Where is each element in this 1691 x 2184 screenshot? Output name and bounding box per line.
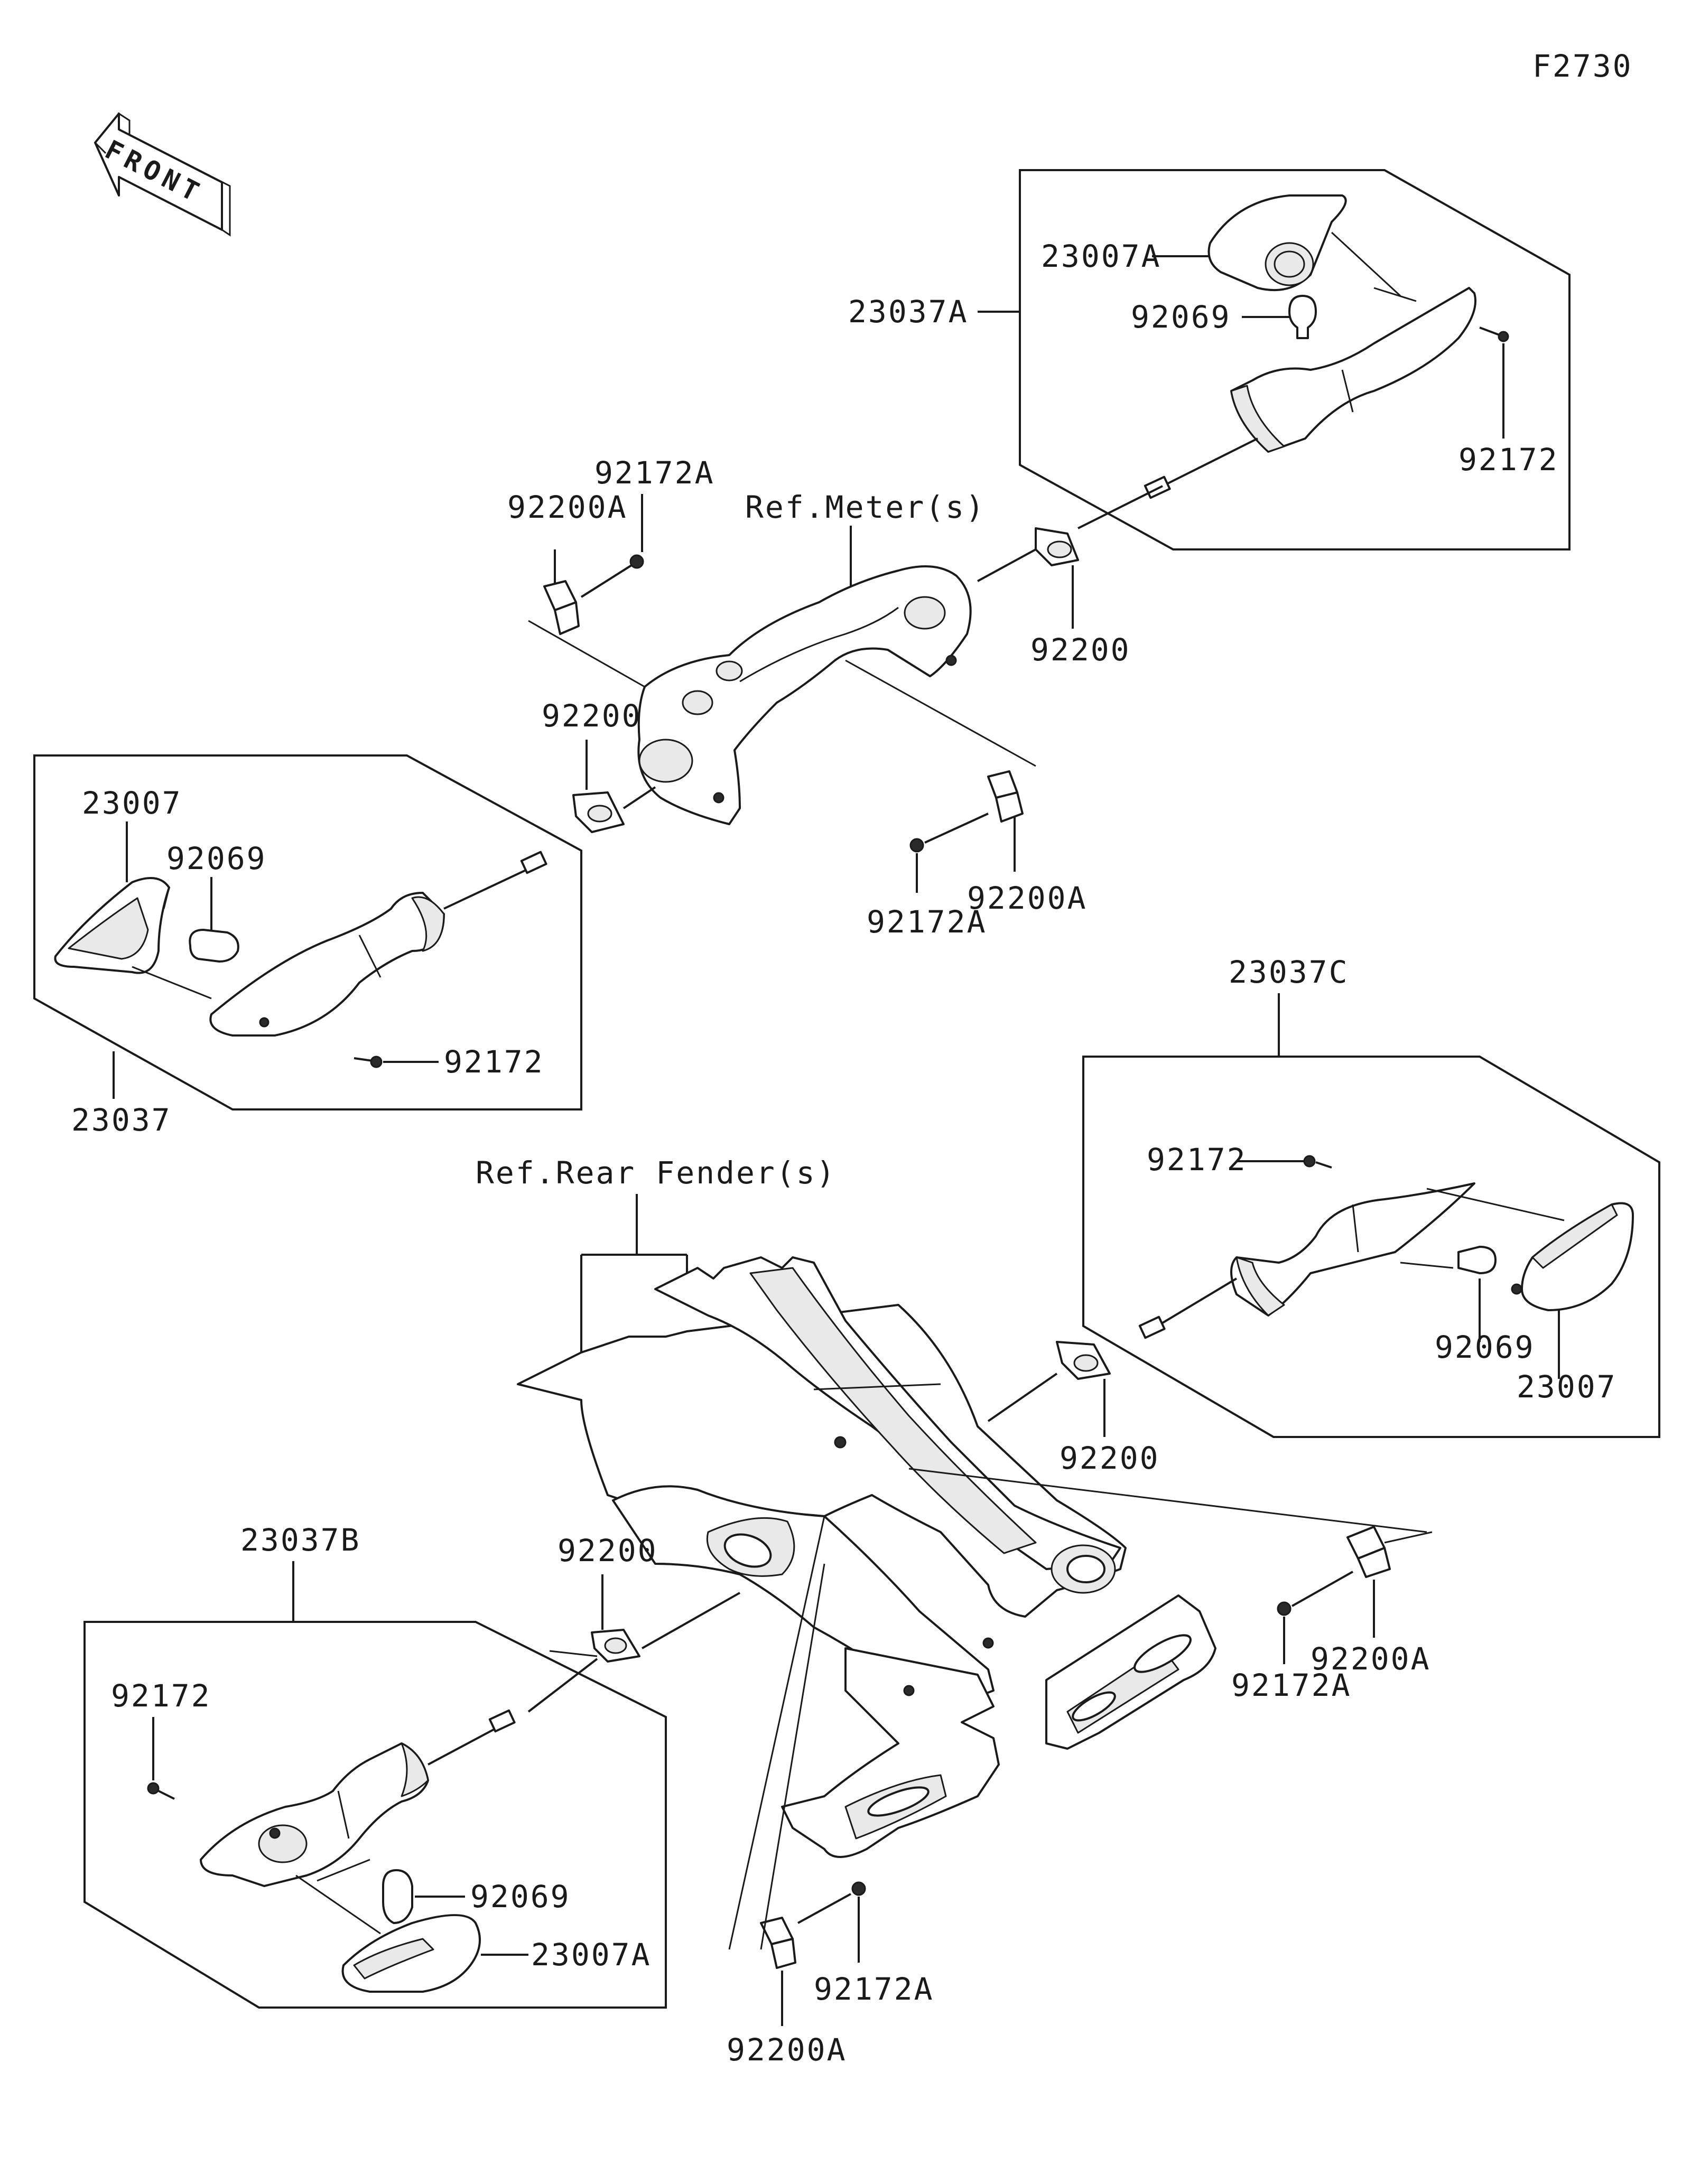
label-92200A-right-bottom: 92200A [1311,1641,1431,1677]
label-92069-right: 92069 [1435,1329,1535,1365]
label-92200-bottom: 92200 [558,1533,658,1569]
label-92172-right: 92172 [1147,1142,1247,1178]
clip-92200A-mid: 92200A [967,770,1088,916]
screw-92172A-top: 92172A [580,455,715,598]
ref-rear-fender-label: Ref.Rear Fender(s) [476,1155,837,1191]
clip-92200A-bottom: 92200A [727,1917,847,2068]
turn-signal-body-right [1230,1182,1475,1317]
grommet-92200-bottom: 92200 [558,1533,740,1663]
label-92172A-right-bottom: 92172A [1231,1667,1352,1703]
label-92200-right-top: 92200 [1030,632,1131,668]
assembly-23037: 23037 23007 92069 92172 [33,754,582,1138]
label-23037B: 23037B [240,1522,361,1558]
clip-92200A-right-bottom: 92200A [1311,1526,1431,1677]
label-23007A-bottom: 23007A [531,1937,652,1973]
screw-92172A-right-bottom: 92172A [1231,1571,1353,1703]
screw-92172A-bottom: 92172A [797,1881,934,2007]
label-92172A-bottom: 92172A [814,1971,934,2007]
screw-92172A-mid: 92172A [867,813,989,940]
figure-code: F2730 [1532,48,1633,84]
ref-meter-label: Ref.Meter(s) [745,489,986,525]
screw-92172-bottom [147,1782,175,1800]
label-92172-left: 92172 [444,1044,544,1080]
grommet-92200-right-bottom: 92200 [987,1341,1160,1476]
label-92200-left-top: 92200 [542,698,642,734]
bulb-92069-left [189,929,239,963]
screw-92172-left [354,1056,383,1068]
assembly-23037A: 23037A 23007A 92069 92172 [848,169,1571,550]
label-92200A-bottom: 92200A [727,2032,847,2068]
front-arrow-icon: FRONT [94,112,231,237]
turn-signal-body-bottom [200,1742,429,1887]
assembly-23037C: 23037C 92172 92069 23007 [1082,954,1660,1438]
label-23007A-top: 23007A [1041,238,1162,274]
bulb-92069-right [1457,1246,1497,1274]
label-23037C: 23037C [1229,954,1349,990]
turn-signal-body-top [1230,287,1476,453]
clip-92200A-top: 92200A [507,489,628,635]
bulb-92069-bottom [382,1869,413,1924]
label-23037: 23037 [71,1102,172,1138]
label-92200-right-bottom: 92200 [1060,1440,1160,1476]
meter-bracket: Ref.Meter(s) [528,489,1036,825]
label-23037A: 23037A [848,294,969,330]
label-23007-left: 23007 [82,785,182,821]
bulb-92069-top [1288,295,1317,339]
screw-92172-right [1303,1155,1332,1169]
label-92172A-mid: 92172A [867,904,987,940]
turn-signal-body-left [209,892,445,1037]
grommet-92200-left-top: 92200 [542,698,656,833]
label-23007-right: 23007 [1517,1369,1617,1405]
label-92069-bottom: 92069 [470,1879,571,1915]
label-92200A-mid: 92200A [967,880,1088,916]
label-92069-left: 92069 [166,841,267,876]
grommet-92200-right-top: 92200 [977,485,1163,668]
screw-92172-top [1479,326,1509,342]
label-92172-top: 92172 [1458,442,1559,478]
label-92172A-top: 92172A [594,455,715,491]
label-92069-top: 92069 [1131,299,1231,335]
label-92200A-top: 92200A [507,489,628,525]
rear-fender-bracket: Ref.Rear Fender(s) [476,1155,1427,1858]
assembly-23037B: 23037B 92200 92172 9 [83,1522,740,2009]
label-92172-bottom: 92172 [111,1678,211,1714]
